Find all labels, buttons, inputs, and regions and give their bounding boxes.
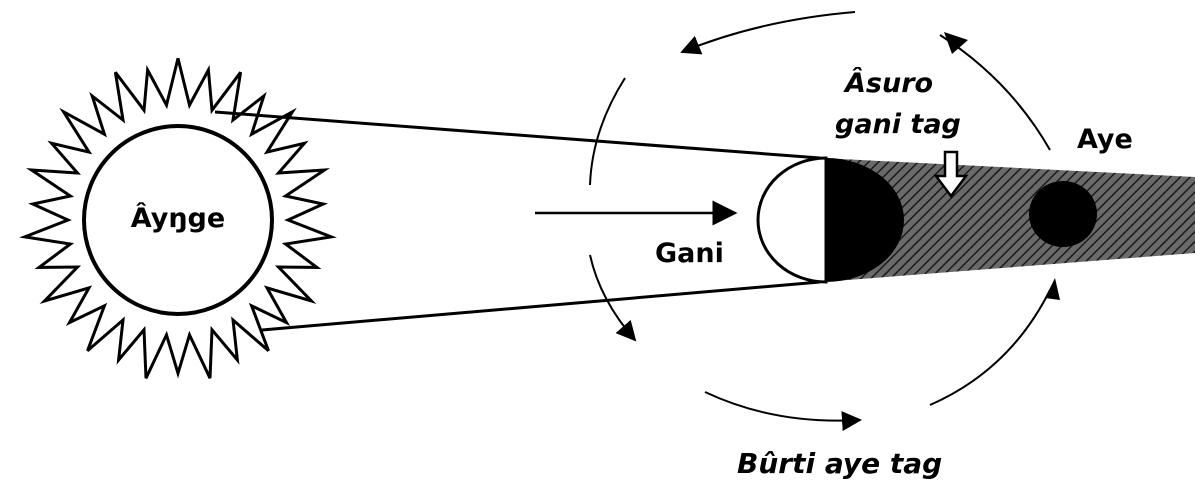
orbit-arc-upper-left	[590, 78, 625, 185]
orbit-arc-bottom	[705, 392, 860, 421]
light-line-lower	[262, 282, 820, 330]
umbra-label-line2: gani tag	[835, 109, 961, 140]
sun-label: Âyŋge	[131, 202, 225, 234]
orbit-arc-bottom-right	[930, 290, 1050, 405]
orbit-label: Bûrti aye tag	[737, 447, 942, 480]
orbit-arrowhead-upper-right	[944, 32, 968, 54]
orbit-arc-top	[682, 12, 855, 52]
earth-lit-half	[758, 158, 826, 282]
orbit-arrowhead-lower-right	[1045, 278, 1060, 300]
umbra-label-line1: Âsuro	[843, 67, 933, 99]
earth-label: Gani	[655, 238, 724, 269]
light-line-upper	[215, 112, 820, 158]
moon-disc	[1029, 181, 1097, 247]
moon-label: Aye	[1077, 124, 1133, 155]
